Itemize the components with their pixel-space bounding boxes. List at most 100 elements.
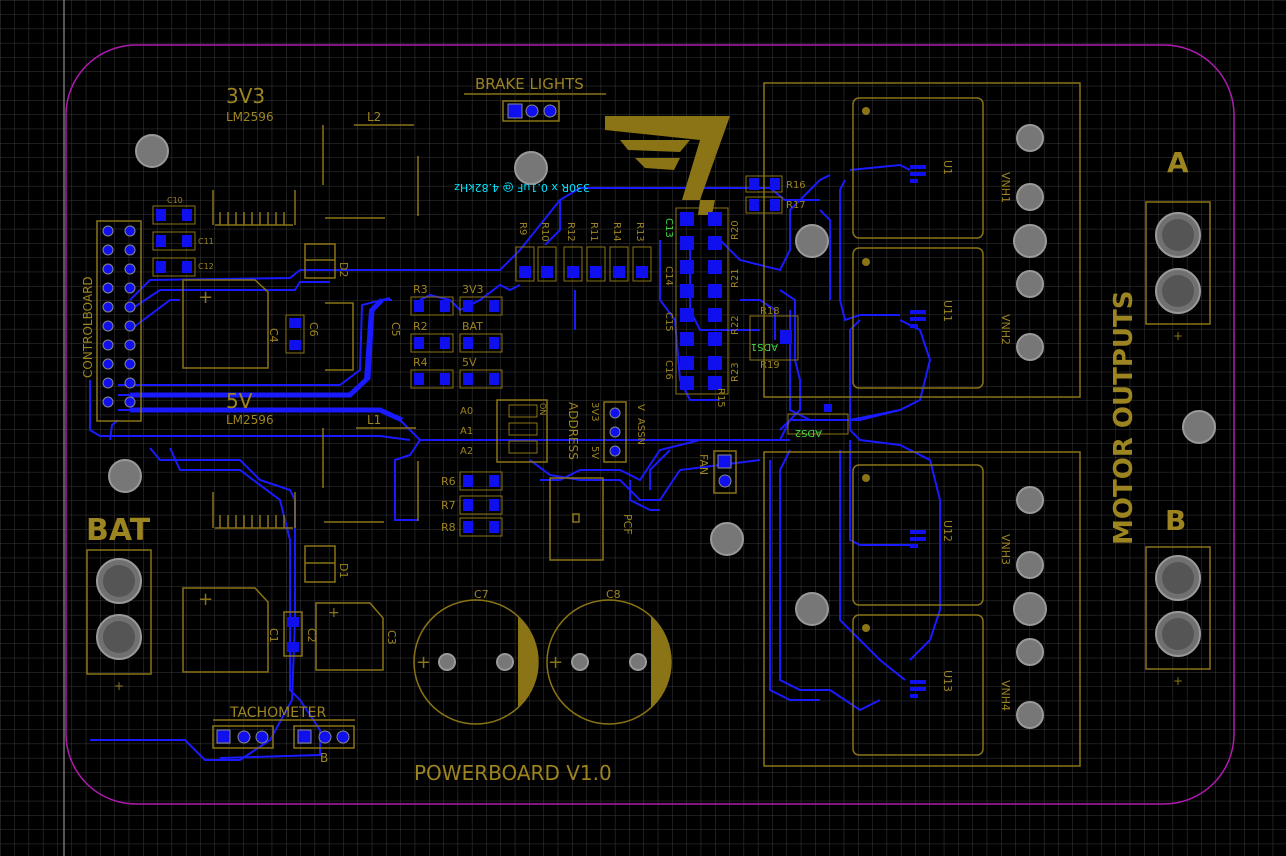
reg-3v3-footprint: [182, 190, 296, 369]
r22-label: R22: [730, 315, 741, 335]
inductor-l1: [322, 427, 419, 523]
mount-hole: [108, 459, 142, 493]
r14-label: R14: [611, 222, 622, 242]
inductor-l2: [322, 124, 419, 219]
bulk-cap-c7: [413, 599, 539, 725]
led-5v-label: 5V: [462, 356, 477, 369]
r8-label: R8: [441, 521, 456, 534]
r15-label: R15: [715, 388, 726, 408]
reg-5v-label: 5V: [226, 389, 253, 413]
r6-label: R6: [441, 475, 456, 488]
r18-label: R18: [760, 306, 780, 317]
r9-label: R9: [517, 222, 528, 235]
inductor-l1-label: L1: [367, 413, 381, 427]
motor-a-label: A: [1167, 146, 1189, 179]
led-bat-label: BAT: [462, 320, 483, 333]
rc-filter-array: [675, 207, 729, 395]
c7-plus: +: [416, 652, 431, 673]
r10-label: R10: [539, 222, 550, 242]
board-title: POWERBOARD V1.0: [414, 761, 612, 785]
u11-label: U11: [941, 300, 954, 322]
led-resistor-cluster: [410, 296, 503, 389]
controlboard-label: CONTROLBOARD: [81, 276, 95, 378]
tacho-b-label: B: [320, 751, 328, 765]
address-dip-switch: [496, 399, 548, 463]
ads1-footprint: [749, 315, 799, 361]
u13-label: U13: [941, 670, 954, 692]
r7-label: R7: [441, 499, 456, 512]
c6-label: C6: [307, 322, 320, 337]
r3-label: R3: [413, 283, 428, 296]
bulk-cap-c8: [546, 599, 672, 725]
mount-hole: [135, 134, 169, 168]
copper-bus-thick: [130, 298, 404, 423]
c12-label: C12: [198, 262, 214, 271]
reg-3v3-plus: +: [198, 287, 213, 308]
motor-a-plus: +: [1173, 329, 1183, 343]
motor-a-terminal: [1145, 201, 1211, 325]
vnh4-label: VNH4: [999, 680, 1012, 711]
motor-driver-outlines: [763, 82, 1081, 767]
brake-lights-label: BRAKE LIGHTS: [475, 75, 584, 93]
small-caps-group: [152, 205, 196, 277]
driver-pin1-dots: [862, 107, 870, 632]
c4-label: C4: [267, 328, 280, 343]
controlboard-header: [96, 220, 142, 422]
addr-a1-label: A1: [460, 426, 473, 437]
mount-hole: [795, 224, 829, 258]
c10-label: C10: [167, 196, 183, 205]
bat-label: BAT: [86, 513, 151, 548]
c8-plus: +: [548, 652, 563, 673]
sel-3v3-label: 3V3: [589, 402, 600, 422]
driver-pads: [910, 165, 926, 698]
brake-lights-connector: [502, 100, 560, 122]
r20-label: R20: [730, 220, 741, 240]
reg-3v3-label: 3V3: [226, 84, 265, 108]
tachometer-connector-b: [293, 725, 355, 749]
mount-hole: [1182, 410, 1216, 444]
fan-label: FAN: [697, 454, 710, 475]
dip-on-label: ON: [538, 403, 547, 415]
inductor-l2-label: L2: [367, 110, 381, 124]
vnh1-label: VNH1: [999, 172, 1012, 203]
caps-c4-c6: [285, 302, 354, 371]
resistors-r6-r8: [459, 471, 503, 537]
c2-pad: [287, 642, 299, 652]
sel-assn-label: ASSN: [635, 418, 646, 445]
fan-header: [713, 450, 737, 494]
ads2-footprint: [787, 404, 849, 435]
mounting-holes: [108, 134, 1216, 626]
c7-label: C7: [474, 588, 489, 601]
u1-label: U1: [941, 160, 954, 175]
diode-d1: [304, 545, 336, 583]
filter-note: 330R x 0.1uF @ 4.82kHz: [454, 181, 590, 194]
c14-label: C14: [663, 266, 674, 286]
pcf-chip: [549, 477, 604, 561]
c16-label: C16: [663, 360, 674, 380]
c11-label: C11: [198, 237, 214, 246]
r13-label: R13: [634, 222, 645, 242]
c15-label: C15: [663, 312, 674, 332]
motor-outputs-label: MOTOR OUTPUTS: [1109, 291, 1139, 545]
sel-5v-label: 5V: [589, 446, 600, 459]
reg-5v-part: LM2596: [226, 413, 274, 427]
diode-d2: [304, 243, 336, 279]
r23-label: R23: [730, 362, 741, 382]
c8-label: C8: [606, 588, 621, 601]
c3-label: C3: [385, 630, 398, 645]
c1-label: C1: [267, 628, 280, 643]
diode-d1-label: D1: [337, 563, 350, 578]
board-outline: [65, 44, 1235, 805]
bat-terminal: [86, 549, 152, 675]
addr-a0-label: A0: [460, 406, 473, 417]
r4-label: R4: [413, 356, 428, 369]
vnh2-label: VNH2: [999, 314, 1012, 345]
reg-3v3-part: LM2596: [226, 110, 274, 124]
r2-label: R2: [413, 320, 428, 333]
vnh3-label: VNH3: [999, 534, 1012, 565]
tachometer-label: TACHOMETER: [229, 705, 326, 721]
c2-pad: [287, 617, 299, 627]
motor-b-plus: +: [1173, 674, 1183, 688]
motor-b-terminal: [1145, 546, 1211, 670]
